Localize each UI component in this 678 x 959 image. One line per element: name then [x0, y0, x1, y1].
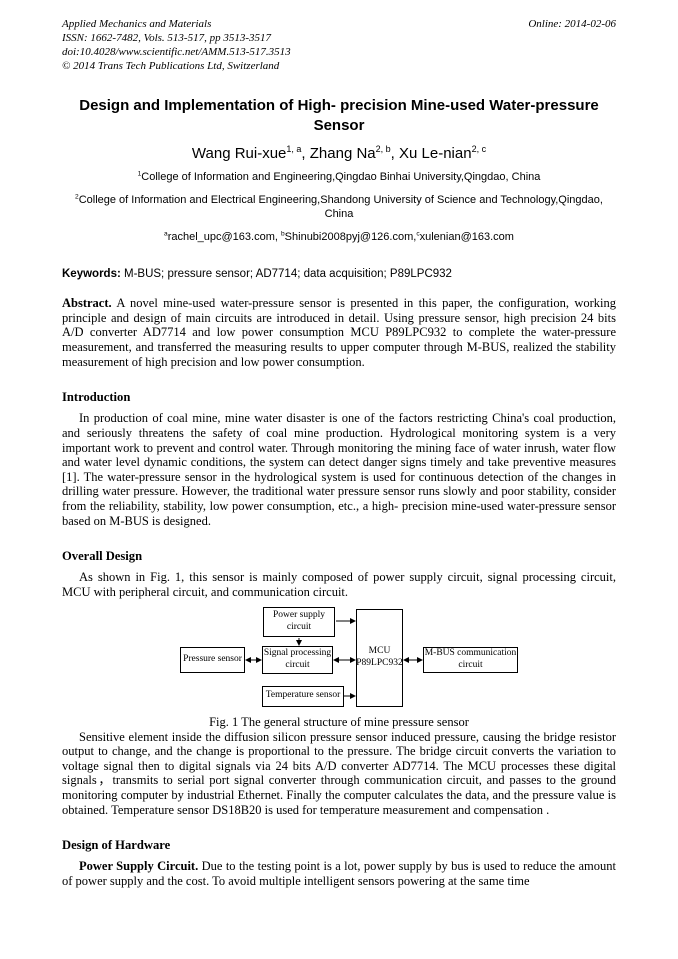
paper-title: Design and Implementation of High- preci…: [79, 97, 599, 134]
overall-design-lead-paragraph: As shown in Fig. 1, this sensor is mainl…: [62, 570, 616, 599]
figure-box-power-supply-circuit: Power supply circuit: [263, 606, 335, 637]
section-heading-overall-design: Overall Design: [62, 549, 143, 564]
affiliation-superscript: 2: [75, 192, 79, 200]
email-superscript: a: [164, 230, 168, 238]
author-separator: ,: [390, 145, 399, 163]
section-heading-introduction: Introduction: [62, 390, 131, 405]
figure-1-caption: Fig. 1 The general structure of mine pre…: [209, 714, 469, 729]
introduction-paragraph: In production of coal mine, mine water d…: [62, 411, 616, 528]
arrow-power-to-mcu: [336, 617, 356, 624]
copyright-line: © 2014 Trans Tech Publications Ltd, Swit…: [62, 60, 280, 73]
abstract-paragraph: Abstract. A novel mine-used water-pressu…: [62, 296, 616, 369]
figure-arrows: [245, 617, 423, 699]
arrow-mcu-mbus-bidirectional: [403, 656, 423, 663]
author-name: Wang Rui-xue: [191, 145, 287, 163]
overall-design-body-paragraph: Sensitive element inside the diffusion s…: [62, 729, 616, 817]
email-superscript: c: [416, 230, 420, 238]
figure-1-block-diagram: Power supply circuit Pressure sensor Sig…: [62, 604, 616, 714]
arrow-pressure-signal-bidirectional: [245, 656, 262, 663]
arrow-power-to-signal: [296, 637, 302, 646]
journal-name: Applied Mechanics and Materials: [62, 18, 212, 30]
affiliation-1: 1College of Information and Engineering,…: [62, 170, 616, 184]
author-superscript: 2, b: [375, 144, 391, 155]
affiliation-text: College of Information and Electrical En…: [78, 193, 603, 220]
box-label-line: Power supply: [273, 610, 325, 621]
author-superscript: 1, a: [286, 144, 302, 155]
power-supply-circuit-label: Power Supply Circuit.: [79, 859, 199, 874]
online-date: Online: 2014-02-06: [528, 18, 616, 30]
journal-header: Applied Mechanics and Materials Online: …: [62, 17, 616, 73]
email-superscript: b: [281, 230, 285, 238]
power-supply-circuit-text: Due to the testing point is a lot, power…: [62, 859, 616, 888]
figure-box-mcu-p89lpc932: MCU P89LPC932: [356, 608, 403, 707]
author-separator: ,: [301, 145, 310, 163]
box-label-line: circuit: [458, 659, 483, 670]
arrow-temperature-to-mcu: [344, 692, 356, 699]
keywords-value: M-BUS; pressure sensor; AD7714; data acq…: [124, 268, 452, 281]
author-name: Xu Le-nian: [399, 145, 472, 163]
affiliation-2: 2College of Information and Electrical E…: [62, 193, 616, 222]
email-address: rachel_upc@163.com,: [167, 231, 281, 244]
power-supply-circuit-paragraph: Power Supply Circuit. Due to the testing…: [62, 859, 616, 888]
section-heading-design-of-hardware: Design of Hardware: [62, 838, 171, 853]
figure-box-mbus-communication-circuit: M-BUS communication circuit: [423, 646, 518, 673]
box-label-line: Signal processing: [263, 648, 332, 659]
figure-box-pressure-sensor: Pressure sensor: [180, 646, 245, 673]
abstract-text: A novel mine-used water-pressure sensor …: [62, 296, 616, 369]
arrow-signal-mcu-bidirectional: [333, 656, 356, 663]
author-name: Zhang Na: [309, 145, 376, 163]
email-address: xulenian@163.com: [419, 231, 514, 244]
email-address: Shinubi2008pyj@126.com,: [284, 231, 417, 244]
affiliation-superscript: 1: [137, 170, 142, 178]
figure-box-temperature-sensor: Temperature sensor: [262, 685, 344, 707]
emails-line: arachel_upc@163.com, bShinubi2008pyj@126…: [62, 231, 616, 243]
box-label-line: MCU: [368, 646, 391, 657]
abstract-label: Abstract.: [62, 296, 112, 311]
box-label-line: Pressure sensor: [183, 653, 242, 664]
doi-line: doi:10.4028/www.scientific.net/AMM.513-5…: [62, 46, 291, 59]
box-label-line: circuit: [285, 659, 310, 670]
issn-line: ISSN: 1662-7482, Vols. 513-517, pp 3513-…: [62, 32, 271, 45]
box-label-line: Temperature sensor: [265, 690, 341, 701]
keywords-line: Keywords: M-BUS; pressure sensor; AD7714…: [62, 268, 616, 280]
affiliation-text: College of Information and Engineering,Q…: [141, 171, 541, 184]
box-label-line: circuit: [286, 621, 312, 632]
box-label-line: M-BUS communication: [424, 648, 517, 659]
box-label-line: P89LPC932: [356, 657, 403, 668]
figure-box-signal-processing-circuit: Signal processing circuit: [262, 645, 333, 674]
author-superscript: 2, c: [471, 144, 487, 155]
keywords-label: Keywords:: [62, 268, 121, 281]
authors-line: Wang Rui-xue1, a, Zhang Na2, b, Xu Le-ni…: [62, 144, 616, 163]
